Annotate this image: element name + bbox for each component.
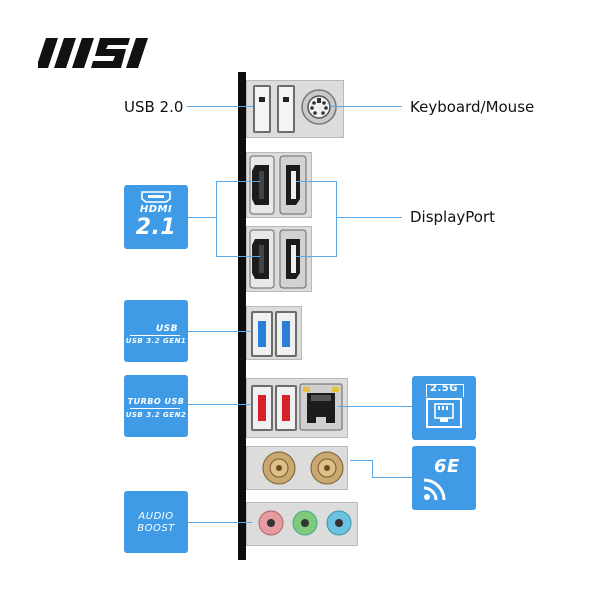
connector-line-lan: [338, 406, 412, 407]
lan-badge-frame: [426, 384, 464, 397]
usb-gen1-bay: [246, 306, 302, 360]
connector-line-dp: [336, 217, 402, 218]
usb32-gen2-port: [251, 385, 273, 431]
displayport-port: [279, 229, 307, 289]
usb-gen1-badge-line2: USB 3.2 GEN1: [125, 337, 187, 345]
connector-bracket-hdmi: [216, 181, 217, 256]
usb20-port: [253, 85, 271, 133]
connector-line-keyboard: [330, 106, 402, 107]
hdmi-connector-icon: [141, 191, 171, 203]
connector-line-wifi-c: [372, 477, 412, 478]
wifi-antenna-bay: [246, 446, 348, 490]
connector-bracket-hdmi-top: [216, 181, 260, 182]
connector-bracket-dp: [336, 181, 337, 257]
usb-gen1-badge: USB USB 3.2 GEN1: [124, 300, 188, 362]
hdmi-badge: HDMI 2.1: [124, 185, 188, 249]
wifi-badge-label: 6E: [434, 456, 460, 477]
displayport-port: [279, 155, 307, 215]
lan-badge: 2.5G: [412, 376, 476, 440]
usb-gen2-badge-line1: TURBO USB: [127, 397, 185, 406]
io-shield-plate: [238, 72, 246, 560]
hdmi-dp-bay-top: [246, 152, 312, 218]
hdmi-badge-line1: HDMI: [139, 204, 173, 215]
lan-badge-label: 2.5G: [430, 383, 458, 394]
hdmi-port: [249, 155, 275, 215]
connector-line-audio: [188, 522, 252, 523]
lan-port: [299, 383, 343, 431]
ethernet-icon: [426, 398, 462, 428]
hdmi-dp-bay-bottom: [246, 226, 312, 292]
connector-line-wifi-b: [372, 460, 373, 478]
audio-bay: [246, 502, 358, 546]
connector-line-hdmi: [188, 217, 216, 218]
connector-bracket-dp-top: [296, 181, 336, 182]
antenna-connector: [310, 451, 344, 485]
usb20-label: USB 2.0: [124, 98, 184, 116]
audio-badge-line1: AUDIO: [138, 511, 174, 522]
usb-gen1-badge-rule: [130, 335, 180, 336]
wifi-icon: [423, 478, 446, 501]
connector-bracket-hdmi-bottom: [216, 256, 260, 257]
usb32-gen1-port: [251, 311, 273, 357]
connector-line-usb20: [187, 106, 253, 107]
msi-logo: [38, 38, 148, 68]
ps2-port: [301, 89, 337, 125]
audio-boost-badge: AUDIO BOOST: [124, 491, 188, 553]
usb-gen1-badge-line1: USB: [155, 324, 178, 334]
usb-gen2-badge: TURBO USB USB 3.2 GEN2: [124, 375, 188, 437]
connector-line-usb-gen1: [188, 331, 252, 332]
audio-badge-line2: BOOST: [137, 523, 175, 534]
connector-bracket-dp-bottom: [296, 256, 336, 257]
antenna-connector: [262, 451, 296, 485]
wifi-badge: 6E: [412, 446, 476, 510]
audio-jack-pink: [258, 510, 284, 536]
usb-gen2-lan-bay: [246, 378, 348, 438]
usb20-port: [277, 85, 295, 133]
usb32-gen2-port: [275, 385, 297, 431]
audio-jack-blue: [326, 510, 352, 536]
connector-line-wifi-a: [350, 460, 372, 461]
connector-line-usb-gen2: [188, 404, 252, 405]
usb-gen2-badge-line2: USB 3.2 GEN2: [125, 411, 187, 419]
hdmi-port: [249, 229, 275, 289]
usb-gen2-badge-rule: [130, 408, 180, 409]
hdmi-badge-line2: 2.1: [135, 215, 177, 240]
usb32-gen1-port: [275, 311, 297, 357]
displayport-label: DisplayPort: [410, 208, 496, 226]
usb20-ps2-bay: [246, 80, 344, 138]
audio-jack-green: [292, 510, 318, 536]
keyboard-mouse-label: Keyboard/Mouse: [410, 98, 535, 116]
